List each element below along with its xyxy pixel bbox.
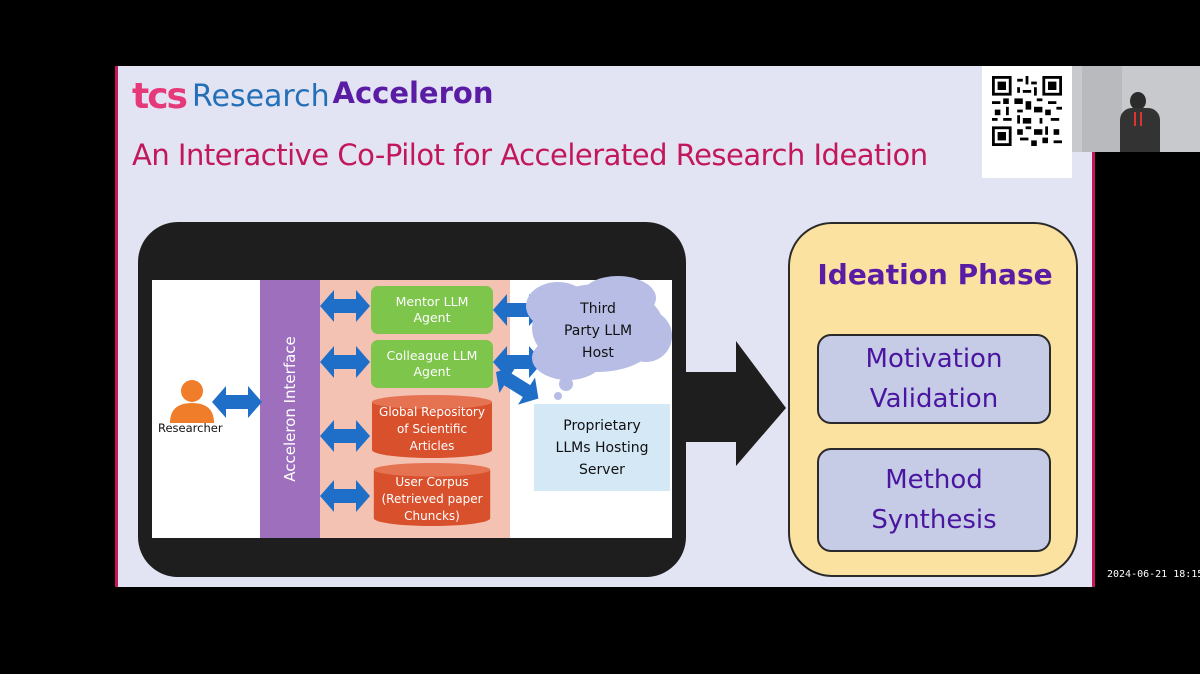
method-line-1: Method (885, 465, 983, 495)
tcs-research-logo: tcs Research (132, 74, 330, 118)
user-corpus-label: User Corpus (Retrieved paper Chuncks) (370, 474, 494, 525)
global-repo-line-2: of Scientific (396, 422, 468, 436)
researcher-person-icon (170, 380, 214, 423)
interface-mentor-arrow-icon (320, 290, 370, 322)
proprietary-line-1: Proprietary (563, 417, 641, 434)
colleague-line-2: Agent (413, 364, 451, 379)
acceleron-title: Acceleron (332, 76, 494, 110)
qr-code-icon (992, 76, 1062, 146)
ideation-phase-title: Ideation Phase (817, 258, 1053, 291)
speaker-head (1130, 92, 1146, 110)
third-party-line-2: Party LLM (563, 323, 633, 339)
proprietary-line-3: Server (579, 461, 625, 478)
method-line-2: Synthesis (871, 505, 997, 535)
third-party-line-1: Third (580, 301, 616, 317)
global-repo-line-1: Global Repository (379, 405, 485, 419)
qr-code (982, 66, 1072, 178)
to-ideation-arrow-icon (686, 341, 786, 466)
presentation-slide: tcs Research An Interactive Co-Pilot for… (115, 66, 1095, 587)
recording-timestamp: 2024-06-21 18:15: (1107, 569, 1200, 580)
proprietary-line-2: LLMs Hosting (555, 439, 649, 456)
third-party-cloud-icon (526, 276, 672, 400)
speaker-webcam-feed (1072, 66, 1200, 152)
mentor-llm-agent: Mentor LLM Agent (371, 286, 493, 334)
motivation-line-2: Validation (869, 384, 999, 414)
acceleron-interface-bar (260, 280, 320, 538)
motivation-validation-box: Motivation Validation (817, 334, 1051, 424)
logo-research-text: Research (191, 78, 330, 114)
method-synthesis-box: Method Synthesis (817, 448, 1051, 552)
user-corpus-line-3: Chuncks) (404, 509, 460, 523)
speaker-lanyard (1134, 112, 1142, 126)
slide-title: An Interactive Co-Pilot for Accelerated … (132, 138, 928, 172)
researcher-label: Researcher (158, 421, 223, 435)
colleague-llm-agent: Colleague LLM Agent (371, 340, 493, 388)
mentor-line-2: Agent (413, 310, 451, 325)
third-party-line-3: Host (582, 345, 614, 361)
interface-colleague-arrow-icon (320, 346, 370, 378)
user-corpus-line-2: (Retrieved paper (381, 492, 483, 506)
webcam-background-door (1082, 66, 1122, 152)
logo-tcs-text: tcs (132, 75, 188, 117)
colleague-line-1: Colleague LLM (386, 348, 478, 363)
ideation-phase-panel: Ideation Phase Motivation Validation Met… (788, 222, 1078, 577)
user-corpus-database-icon (373, 462, 491, 526)
flow-arrows-layer (212, 276, 786, 512)
colleague-proprietary-arrow-icon (496, 365, 539, 405)
user-corpus-line-1: User Corpus (395, 475, 469, 489)
interface-repository-arrow-icon (320, 420, 370, 452)
global-repository-database-icon (372, 395, 492, 458)
mentor-line-1: Mentor LLM (395, 294, 469, 309)
global-repo-line-3: Articles (409, 439, 455, 453)
proprietary-llm-server: Proprietary LLMs Hosting Server (534, 404, 670, 491)
researcher-interface-arrow-icon (212, 386, 262, 418)
interface-corpus-arrow-icon (320, 480, 370, 512)
global-repository-label: Global Repository of Scientific Articles (370, 404, 494, 455)
motivation-line-1: Motivation (865, 344, 1003, 374)
third-party-llm-host-label: Third Party LLM Host (538, 298, 658, 364)
